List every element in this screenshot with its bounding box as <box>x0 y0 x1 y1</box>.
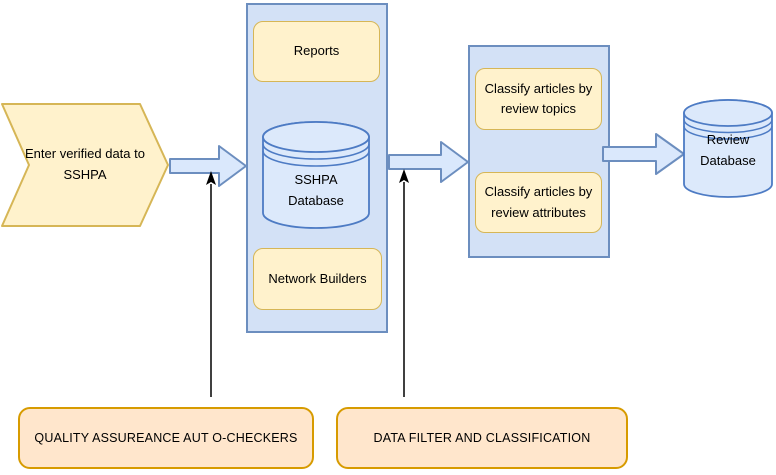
review-database-label: Review Database <box>700 132 756 168</box>
input-chevron-label: Enter verified data to SSHPA <box>25 146 145 182</box>
reports-box: Reports <box>253 21 380 82</box>
data-filter-annotation: DATA FILTER AND CLASSIFICATION <box>336 407 628 469</box>
sshpa-database-label: SSHPA Database <box>288 172 344 208</box>
classify-attributes-box: Classify articles by review attributes <box>475 172 602 233</box>
classify-topics-box: Classify articles by review topics <box>475 68 602 130</box>
quality-assurance-annotation: QUALITY ASSUREANCE AUT O-CHECKERS <box>18 407 314 469</box>
network-builders-box: Network Builders <box>253 248 382 310</box>
